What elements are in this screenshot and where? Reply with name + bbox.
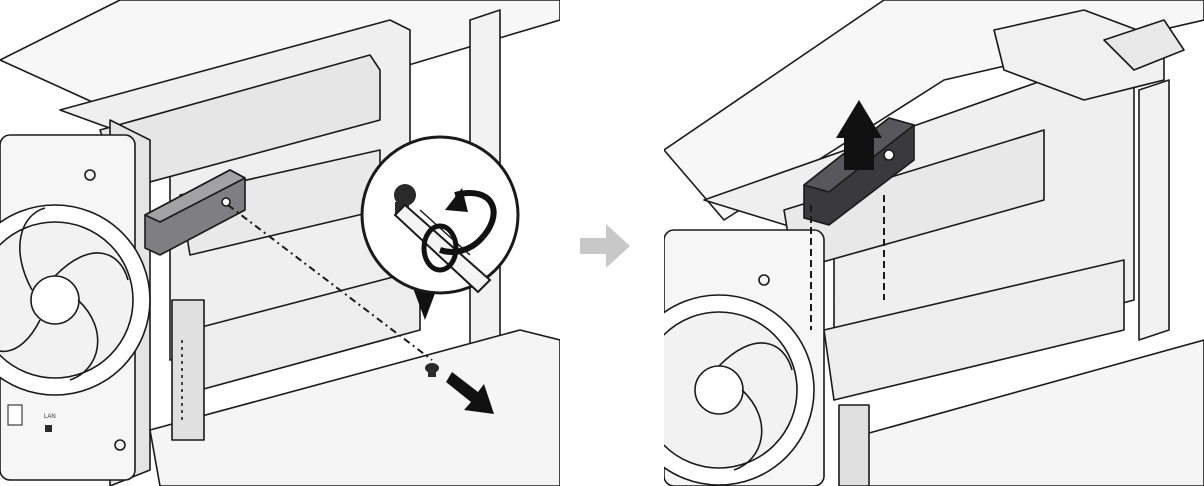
fan-side-labels: LAN (7, 404, 56, 432)
screw-icon (425, 363, 439, 377)
screwdriver-callout (360, 135, 520, 320)
step-2-illustration (664, 0, 1204, 486)
connector-board (838, 404, 870, 486)
drive-tray-handle (993, 9, 1165, 101)
chassis-top-panel (664, 0, 1204, 221)
chassis-floor (149, 329, 560, 486)
lift-up-arrow-icon (836, 100, 882, 170)
next-step-arrow-icon (580, 224, 630, 268)
step-1-illustration: LAN (0, 0, 560, 486)
bracket-screw-hole (883, 149, 895, 161)
remove-direction-arrow-icon (446, 372, 494, 414)
connector-board (171, 299, 205, 441)
bracket-screw-hole (221, 197, 231, 207)
lan-label: LAN (44, 414, 56, 420)
chassis-right-rail (1138, 79, 1170, 341)
